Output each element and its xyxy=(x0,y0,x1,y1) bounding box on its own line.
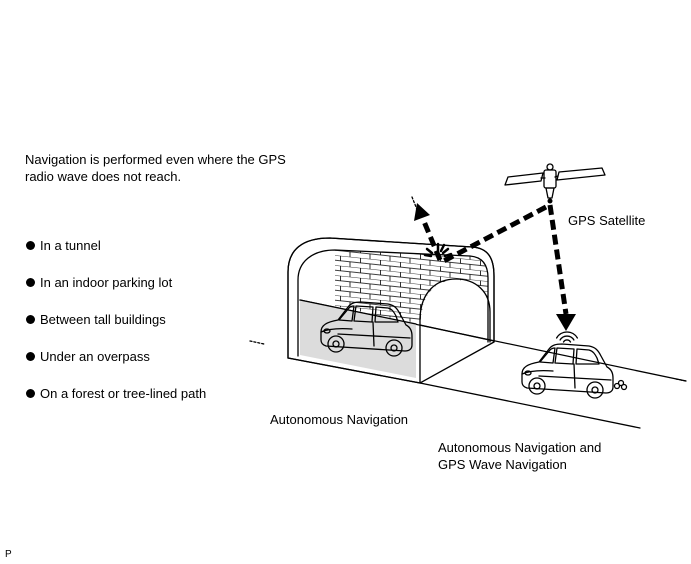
satellite-body xyxy=(543,169,557,189)
signal-scatter-trace xyxy=(411,196,419,213)
bullet-icon xyxy=(26,278,35,287)
car-hood-line xyxy=(320,327,353,333)
gps-satellite-icon xyxy=(504,163,606,204)
car-front-wheel xyxy=(528,377,546,395)
satellite-right-panel xyxy=(556,167,606,181)
condition-text: In an indoor parking lot xyxy=(40,275,173,290)
car-autonomous xyxy=(320,301,413,357)
exhaust-puff xyxy=(617,379,625,387)
description-line: radio wave does not reach. xyxy=(25,169,182,184)
car-rear-hub xyxy=(591,386,599,394)
burst-ray xyxy=(439,243,446,253)
reception-wave xyxy=(559,335,575,341)
figure-code: P xyxy=(5,549,12,560)
signal-arrowhead-up-icon xyxy=(414,203,430,221)
satellite-left-panel xyxy=(504,172,544,186)
condition-text: Between tall buildings xyxy=(40,312,166,327)
car-rear-wheel xyxy=(385,339,403,357)
car-gps xyxy=(521,343,614,399)
car-rear-window xyxy=(374,306,399,323)
car-front-hub xyxy=(332,340,340,348)
burst-ray xyxy=(443,252,453,258)
exhaust-puff xyxy=(613,382,621,390)
gps-satellite-label: GPS Satellite xyxy=(568,213,646,228)
tunnel-brick-wall xyxy=(335,250,488,324)
car-windshield xyxy=(539,347,556,364)
reception-wave xyxy=(562,339,572,343)
combined-navigation-label: Autonomous Navigation and GPS Wave Navig… xyxy=(438,439,601,473)
bullet-icon xyxy=(26,352,35,361)
burst-ray xyxy=(441,247,450,255)
satellite-top-knob xyxy=(546,163,554,171)
condition-text: In a tunnel xyxy=(40,238,101,253)
road-lower-edge xyxy=(419,382,641,429)
exhaust-puff-icon xyxy=(613,379,628,391)
car-front-window xyxy=(554,347,575,365)
tunnel-inner-outline xyxy=(297,249,489,357)
signal-to-car xyxy=(547,204,569,315)
combined-navigation-line: GPS Wave Navigation xyxy=(438,457,567,472)
tunnel-interior-shade xyxy=(300,300,416,378)
road-dotted-edge xyxy=(249,340,265,345)
car-rear-window xyxy=(575,348,600,365)
car-windshield xyxy=(338,305,355,322)
signal-arrowhead-down-icon xyxy=(556,314,576,331)
car-rear-wheel xyxy=(586,381,604,399)
car-front-wheel xyxy=(327,335,345,353)
signal-reflected xyxy=(420,218,443,261)
tunnel-exit-arch xyxy=(419,278,491,384)
car-hood-line xyxy=(521,369,554,375)
reception-wave xyxy=(555,331,579,339)
bullet-icon xyxy=(26,315,35,324)
condition-text: Under an overpass xyxy=(40,349,150,364)
autonomous-navigation-label: Autonomous Navigation xyxy=(270,412,409,427)
combined-navigation-line: Autonomous Navigation and xyxy=(438,440,602,455)
gps-signal-paths xyxy=(411,196,579,343)
bullet-icon xyxy=(26,389,35,398)
burst-ray xyxy=(425,247,434,255)
satellite-antenna-cone xyxy=(545,187,555,199)
bullet-icon xyxy=(26,241,35,250)
signal-blocked-burst-icon xyxy=(423,242,453,258)
car-headlight xyxy=(524,370,532,376)
tunnel-outer-outline xyxy=(287,237,495,359)
signal-to-tunnel xyxy=(440,204,548,265)
road-edge-in-arch xyxy=(419,324,495,342)
satellite-antenna-tip xyxy=(547,198,553,204)
car-door-line xyxy=(573,363,576,389)
tunnel xyxy=(287,237,495,384)
exhaust-puff xyxy=(620,383,628,391)
car-body xyxy=(320,301,413,352)
car-rear-hub xyxy=(390,344,398,352)
tunnel-front-base xyxy=(287,357,421,384)
burst-ray xyxy=(423,253,433,258)
road-dotted-edge-right xyxy=(675,378,687,382)
condition-text: On a forest or tree-lined path xyxy=(40,386,207,401)
description: Navigation is performed even where the G… xyxy=(25,151,286,185)
car-body xyxy=(521,343,614,394)
car-headlight xyxy=(323,328,331,334)
signal-reception-waves-icon xyxy=(555,331,579,343)
car-front-hub xyxy=(533,382,541,390)
description-line: Navigation is performed even where the G… xyxy=(25,152,286,167)
car-front-window xyxy=(353,305,374,323)
car-door-line xyxy=(372,321,375,347)
